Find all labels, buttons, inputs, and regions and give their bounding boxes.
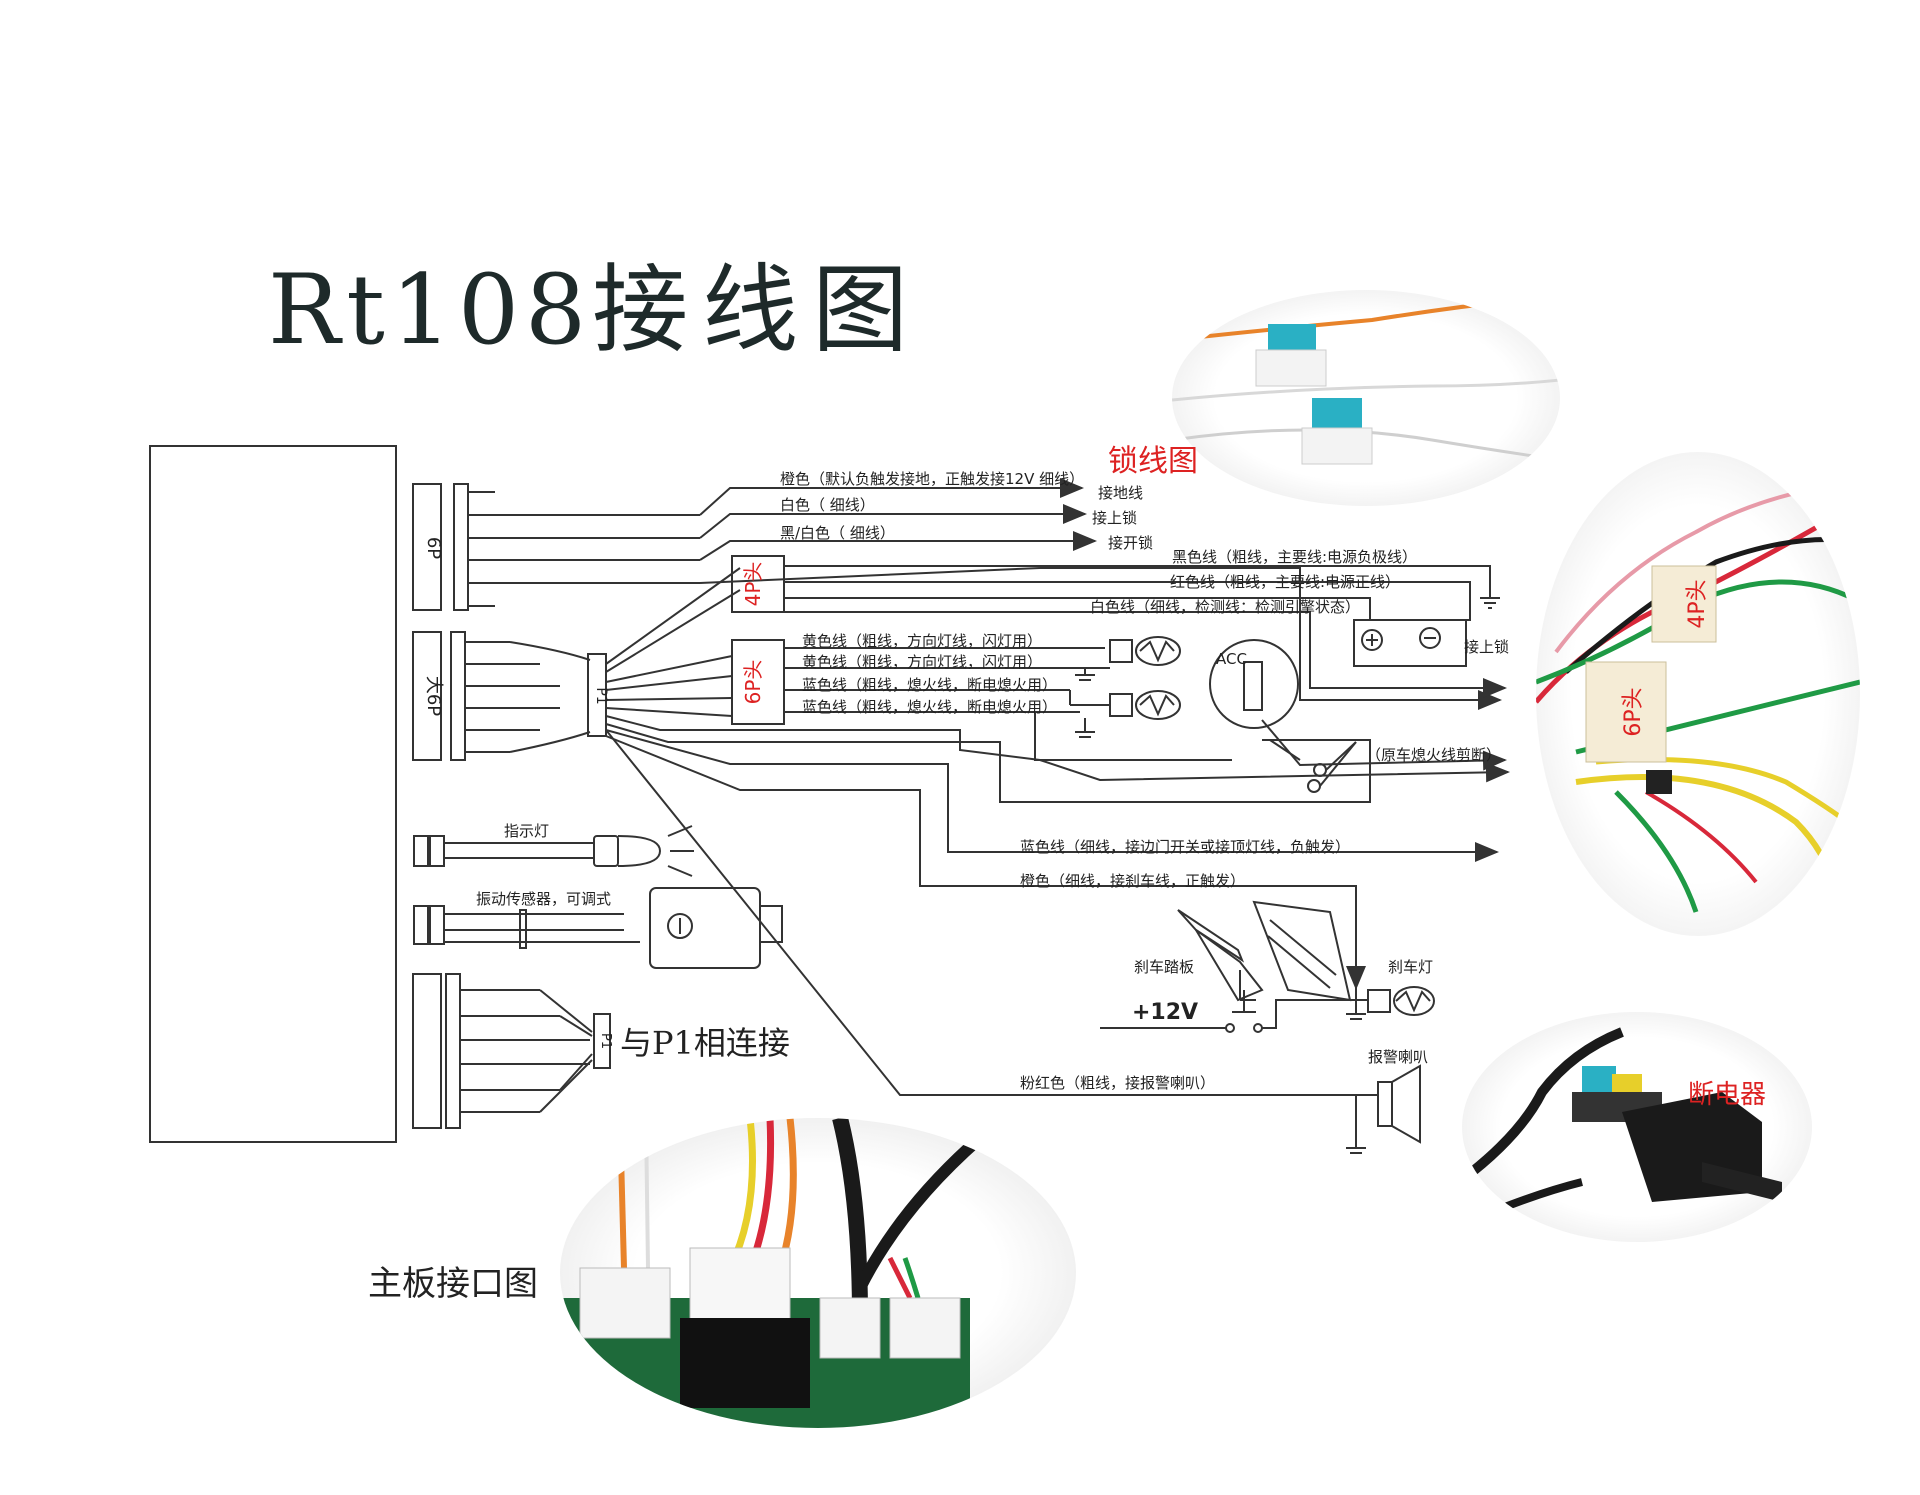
photo-breaker-title: 断电器: [1688, 1080, 1767, 1110]
wire-ground-target: 接地线: [1098, 484, 1144, 502]
wire-lock-target: 接上锁: [1092, 509, 1138, 527]
label-p1: P1: [593, 687, 609, 704]
connector-big6p: [412, 631, 442, 761]
connector-4p: [731, 555, 785, 613]
wire-red-main: 红色线（粗线，主要线:电源正线）: [1170, 573, 1401, 591]
label-big6p: 大6P: [423, 676, 444, 716]
brake-pedal-label: 刹车踏板: [1134, 958, 1195, 976]
acc-switch: [1209, 639, 1507, 771]
wire-blue-2: 蓝色线（粗线，熄火线，断电熄火用）: [802, 698, 1058, 716]
horn: [1346, 1064, 1421, 1154]
photo-board: [560, 1118, 1076, 1428]
photo-breaker: [1462, 1012, 1812, 1242]
wire-white-detect: 白色线（细线，检测线：检测引擎状态）: [1090, 598, 1361, 616]
p1-connect-block: [412, 973, 442, 1129]
label-4p-head: 4P头: [741, 562, 765, 607]
acc-label: ACC: [1216, 650, 1247, 668]
brake-light-label: 刹车灯: [1388, 958, 1434, 976]
photo-plugs: 4P头 6P头: [1536, 452, 1860, 936]
connector-6p-head: [731, 639, 785, 725]
wire-yellow-1: 黄色线（粗线，方向灯线，闪灯用）: [802, 632, 1043, 650]
scissors-icon: [1307, 741, 1357, 793]
wire-black-main: 黑色线（粗线，主要线:电源负极线）: [1172, 548, 1418, 566]
brake-pedal: [1177, 900, 1352, 1002]
cut-original-label: （原车熄火线剪断）: [1366, 746, 1502, 764]
wire-white-label: 白色（ 细线）: [780, 496, 875, 514]
photo-plug-6p-label: 6P头: [1621, 687, 1646, 736]
battery-label: 接上锁: [1464, 638, 1510, 656]
wire-blackwhite-label: 黑/白色（ 细线）: [780, 524, 895, 542]
brake-light: [1346, 986, 1435, 1020]
vibration-label: 振动传感器，可调式: [476, 890, 612, 908]
diagram-title: Rt108接线图: [268, 232, 922, 371]
wire-blue-1: 蓝色线（粗线，熄火线，断电熄火用）: [802, 676, 1058, 694]
turn-bulb-2: [1069, 690, 1181, 738]
plus12v-label: +12V: [1132, 1000, 1199, 1025]
battery: [1353, 619, 1467, 667]
connector-6p: [412, 483, 442, 611]
turn-bulb-1: [1075, 636, 1181, 681]
wire-pink-red: 粉红色（粗线，接报警喇叭）: [1020, 1074, 1216, 1092]
title-latin: Rt108: [268, 254, 593, 366]
label-6p-head: 6P头: [741, 660, 765, 705]
wire-blue-thin: 蓝色线（细线，接边门开关或接顶灯线，负触发）: [1020, 838, 1351, 856]
indicator-connector: [413, 835, 429, 867]
wire-orange-label: 橙色（默认负触发接地，正触发接12V 细线）: [780, 470, 1085, 488]
horn-label: 报警喇叭: [1368, 1048, 1429, 1066]
p1-connect-label: 与P1相连接: [620, 1024, 790, 1062]
title-cjk: 接线图: [592, 254, 923, 366]
photo-plug-4p-label: 4P头: [1685, 579, 1710, 628]
photo-lock-wire-title: 锁线图: [1108, 444, 1198, 479]
wire-orange-brake: 橙色（细线，接刹车线，正触发）: [1020, 872, 1246, 890]
label-6p: 6P: [423, 537, 444, 559]
p1-junction: [587, 653, 607, 737]
indicator-label: 指示灯: [504, 822, 550, 840]
label-p1-second: P1: [598, 1033, 613, 1049]
wire-yellow-2: 黄色线（粗线，方向灯线，闪灯用）: [802, 653, 1043, 671]
photo-lock-wire: [1172, 290, 1560, 506]
wire-unlock-target: 接开锁: [1108, 534, 1154, 552]
photo-board-title: 主板接口图: [368, 1264, 538, 1304]
main-unit-box: [149, 445, 397, 1143]
